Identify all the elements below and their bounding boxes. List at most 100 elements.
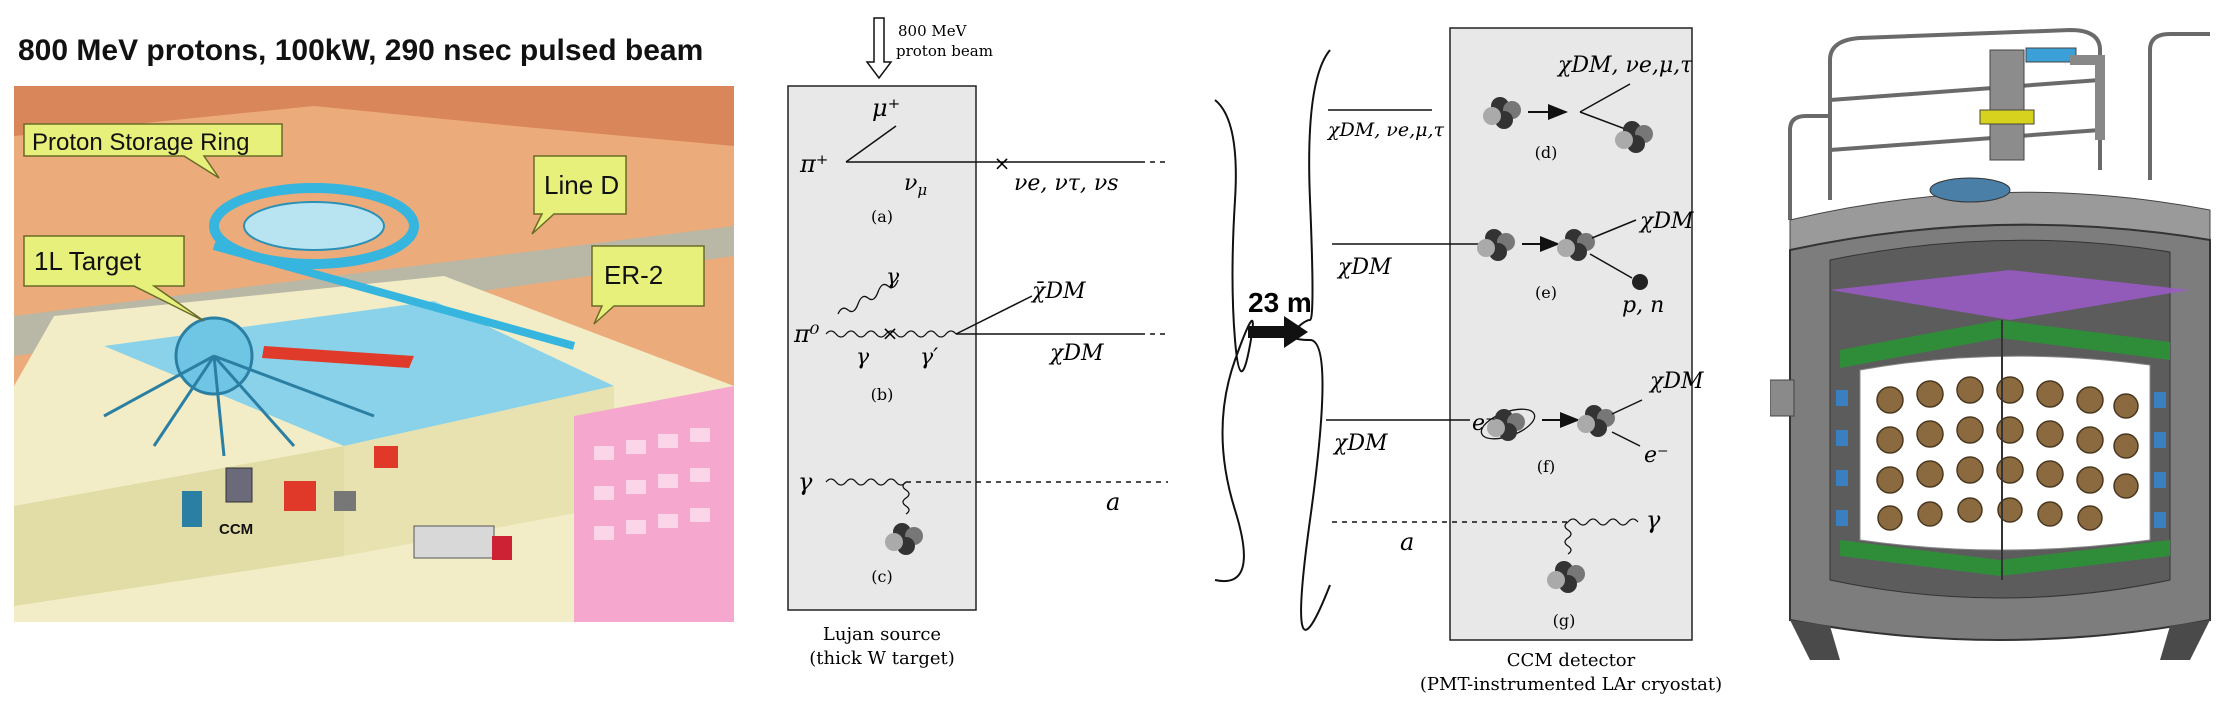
gamma-upper-label: γ (886, 265, 900, 290)
g-gamma-label: γ (1646, 506, 1661, 534)
callout-target: 1L Target (23, 235, 205, 322)
side-nozzle (1770, 379, 1795, 417)
right-brace (1291, 49, 1331, 631)
e-out-label: χDM (1638, 209, 1694, 234)
decay-cross-b: × (882, 321, 899, 345)
panel-a-label: (a) (871, 207, 893, 226)
pink-building (574, 386, 734, 622)
central-pipe (1989, 49, 2025, 161)
flight-paths (103, 354, 375, 457)
source-panel (787, 85, 977, 611)
process-c: γ a (c) (798, 468, 1168, 586)
callout-storage-ring: Proton Storage Ring (23, 123, 283, 179)
lid-port (1929, 177, 2011, 203)
building-front (14, 446, 344, 606)
callout-line-d: Line D (531, 155, 627, 235)
panel-f-label: (f) (1537, 457, 1555, 476)
f-eout-label: e⁻ (1644, 443, 1669, 468)
f-e-label: e⁻ (1472, 411, 1497, 436)
panel-d-label: (d) (1535, 143, 1558, 162)
recoil-nucleon (1632, 274, 1648, 290)
panel-g-label: (g) (1553, 611, 1576, 630)
axion-label: a (1106, 488, 1120, 516)
gamma-label-c: γ (798, 468, 813, 496)
g-a-label: a (1400, 528, 1414, 556)
ccm-icon (225, 467, 253, 503)
mu-plus-label: μ⁺ (872, 94, 900, 122)
process-a: × π⁺ μ⁺ νμ νe, ντ, νs (a) (799, 94, 1168, 226)
distance-arrow (1248, 316, 1308, 348)
left-brace (1214, 99, 1254, 583)
nucleus-c (885, 523, 923, 555)
line-d (212, 242, 576, 350)
svg-text:ER-2: ER-2 (604, 260, 663, 290)
e-in-label: χDM (1336, 255, 1392, 280)
red-shield (374, 446, 398, 468)
figure-title: 800 MeV protons, 100kW, 290 nsec pulsed … (18, 34, 704, 67)
red-shield-2 (284, 481, 316, 511)
svg-text:Proton Storage Ring: Proton Storage Ring (32, 129, 249, 156)
ccm-cryostat-render (1770, 27, 2211, 660)
upper-green-frame (1840, 320, 2170, 368)
pi-zero-label: π⁰ (793, 320, 820, 348)
nu-mu-label: νμ (904, 171, 927, 199)
source-caption-2: (thick W target) (809, 648, 955, 669)
detector-caption-2: (PMT-instrumented LAr cryostat) (1420, 674, 1722, 695)
panel-e-label: (e) (1535, 283, 1557, 302)
svg-text:Line D: Line D (544, 170, 619, 200)
lower-green-frame (1840, 540, 2170, 576)
facility-illustration: CCM Proton Storage Ring Line D 1L Target… (14, 86, 734, 622)
proton-beam-arrow (865, 17, 893, 80)
storage-ring (209, 183, 419, 269)
support-legs (1790, 620, 2210, 660)
process-b: × π⁰ γ γ γ′ χ̄DM χDM (b) (793, 265, 1168, 404)
callout-er2: ER-2 (591, 245, 705, 325)
gamma-prime-label: γ′ (920, 345, 938, 370)
nucleus-e2 (1557, 229, 1595, 261)
svg-text:1L Target: 1L Target (34, 246, 142, 276)
atom-f (1480, 408, 1536, 441)
nucleus-g (1547, 561, 1585, 593)
detector-caption-1: CCM detector (1507, 650, 1636, 671)
blue-equipment (182, 491, 202, 527)
purple-veto-plane (1830, 270, 2190, 320)
physics-diagram: 800 MeV proton beam × π⁺ μ⁺ νμ νe, ντ, ν… (787, 17, 1722, 695)
truck-cab (492, 536, 512, 560)
process-d: χDM, νe,μ,τ χDM, νe,μ,τ (d) (1326, 53, 1693, 162)
panel-b-label: (b) (871, 385, 894, 404)
top-railings (1788, 27, 2210, 220)
pi-plus-label: π⁺ (799, 150, 828, 178)
chi-bar-label: χ̄DM (1030, 279, 1086, 304)
beam-label-line1: 800 MeV (898, 22, 968, 40)
building-wall (344, 386, 614, 556)
pink-windows (594, 428, 710, 540)
grey-block (334, 491, 356, 511)
process-e: χDM χDM p, n (e) (1332, 209, 1694, 318)
chi-label-b: χDM (1048, 341, 1104, 366)
nucleus-d1 (1483, 97, 1521, 129)
beam-label-line2: proton beam (896, 42, 993, 60)
decay-cross: × (994, 151, 1011, 175)
red-beamline (262, 346, 414, 368)
nucleus-f2 (1577, 405, 1615, 437)
f-in-label: χDM (1332, 431, 1388, 456)
nucleus-d2 (1615, 121, 1653, 153)
distance-label: 23 m (1248, 287, 1312, 318)
nucleus-e1 (1477, 229, 1515, 261)
pmt-array (1876, 376, 2139, 531)
ccm-label: CCM (219, 521, 253, 538)
e-pn-label: p, n (1622, 293, 1664, 318)
panel-c-label: (c) (871, 567, 892, 586)
storage-ring-inner (243, 201, 385, 251)
source-caption-1: Lujan source (823, 624, 941, 645)
nu-list-label: νe, ντ, νs (1014, 171, 1119, 196)
f-out-label: χDM (1648, 369, 1704, 394)
side-pipe (2070, 55, 2105, 140)
hills (14, 86, 734, 146)
blue-valve (2025, 47, 2077, 63)
yellow-flange (1979, 109, 2035, 125)
process-g: a γ (g) (1332, 506, 1661, 630)
process-f: χDM e⁻ χDM e⁻ (f) (1326, 369, 1704, 476)
gamma-lower-label: γ (856, 345, 870, 370)
d-out-label: χDM, νe,μ,τ (1556, 53, 1693, 78)
